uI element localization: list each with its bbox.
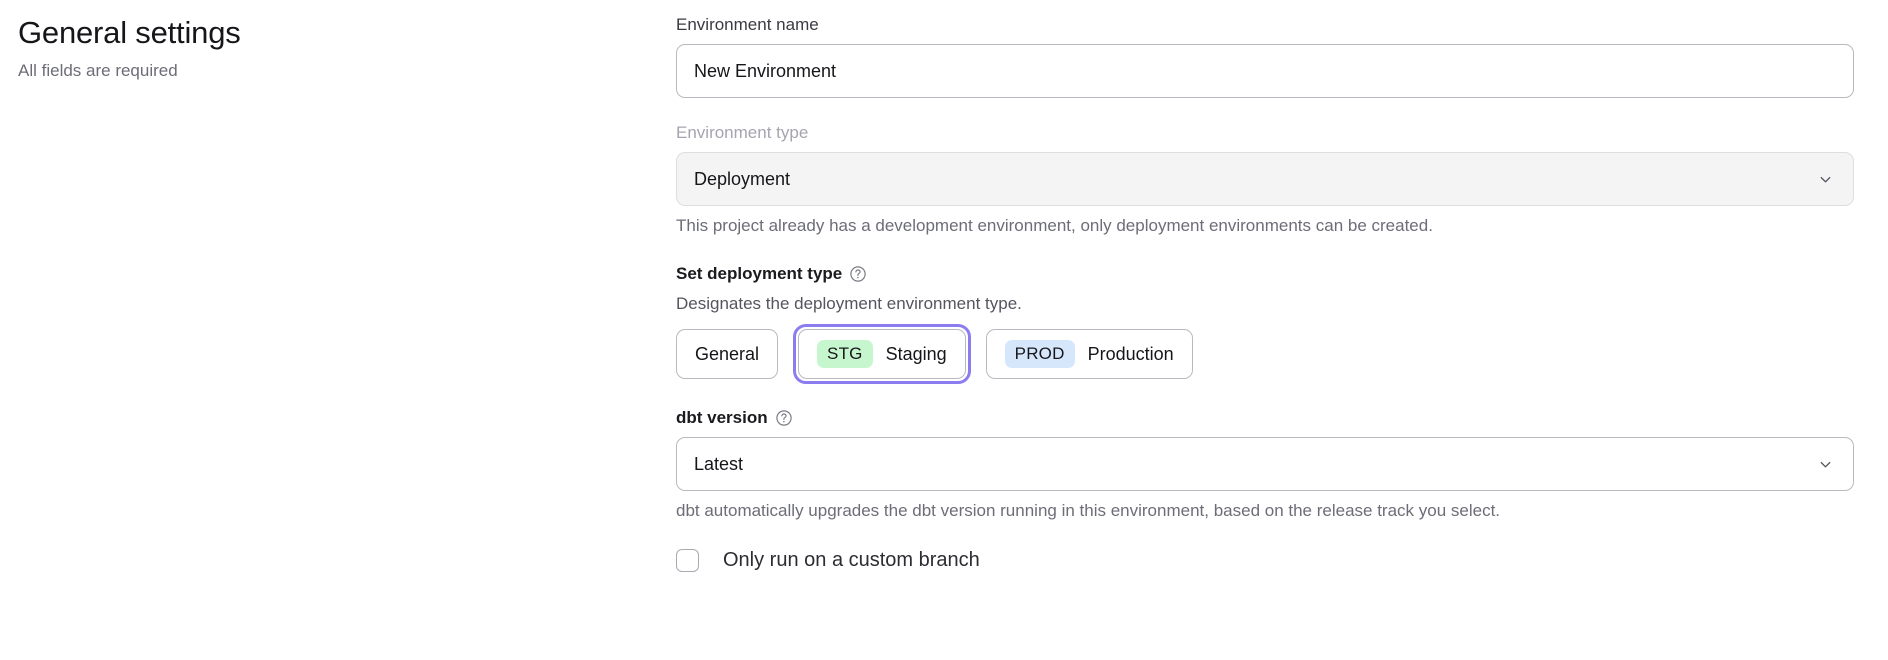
deployment-type-option-general[interactable]: General [676, 329, 779, 379]
settings-section-header: General settings All fields are required [18, 14, 618, 82]
field-dbt-version: dbt version Latest dbt automatically upg… [676, 407, 1854, 522]
environment-type-helper-text: This project already has a development e… [676, 216, 1433, 235]
help-circle-icon[interactable] [775, 409, 793, 427]
chevron-down-icon [1818, 457, 1833, 472]
field-environment-type: Environment type Deployment This project… [676, 122, 1854, 237]
deployment-type-option-staging-wrap: STG Staging [793, 324, 971, 384]
field-custom-branch: Only run on a custom branch [676, 548, 1854, 572]
dbt-version-label-text: dbt version [676, 408, 768, 427]
deployment-type-option-staging-label: Staging [885, 343, 947, 364]
dbt-version-select[interactable]: Latest [676, 437, 1854, 491]
deployment-type-option-production-wrap: PROD Production [985, 329, 1193, 379]
deployment-type-option-production-label: Production [1087, 343, 1174, 364]
deployment-type-option-general-label: General [695, 343, 760, 364]
environment-type-label: Environment type [676, 123, 809, 142]
field-environment-name: Environment name [676, 14, 1854, 98]
environment-name-input[interactable] [676, 44, 1854, 98]
dbt-version-label: dbt version [676, 407, 1854, 429]
environment-name-label: Environment name [676, 15, 819, 34]
deployment-type-label-text: Set deployment type [676, 264, 843, 283]
deployment-type-option-general-wrap: General [676, 329, 779, 379]
dbt-version-helper-text: dbt automatically upgrades the dbt versi… [676, 501, 1501, 520]
deployment-type-option-group: General STG Staging PROD Production [676, 324, 1854, 384]
production-badge: PROD [1004, 340, 1075, 368]
field-deployment-type: Set deployment type Designates the deplo… [676, 263, 1854, 384]
environment-type-value: Deployment [694, 168, 791, 189]
dbt-version-value: Latest [694, 453, 744, 474]
deployment-type-option-staging[interactable]: STG Staging [798, 329, 966, 379]
page-title: General settings [18, 15, 241, 50]
chevron-down-icon [1818, 172, 1833, 187]
page-subtitle: All fields are required [18, 61, 178, 80]
custom-branch-label: Only run on a custom branch [723, 549, 980, 571]
deployment-type-description: Designates the deployment environment ty… [676, 294, 1022, 313]
deployment-type-label: Set deployment type [676, 263, 1854, 285]
custom-branch-checkbox[interactable] [676, 548, 699, 572]
deployment-type-option-production[interactable]: PROD Production [985, 329, 1193, 379]
environment-type-select[interactable]: Deployment [676, 152, 1854, 206]
help-circle-icon[interactable] [849, 265, 867, 283]
general-settings-form: Environment name Environment type Deploy… [676, 14, 1854, 572]
staging-badge: STG [817, 340, 873, 368]
